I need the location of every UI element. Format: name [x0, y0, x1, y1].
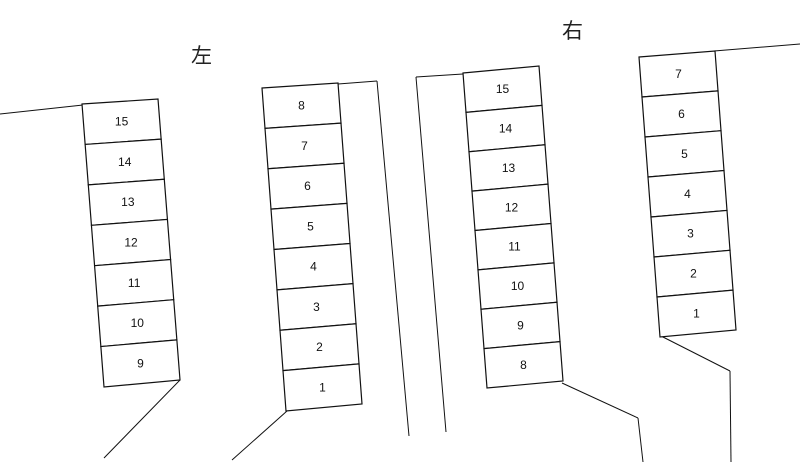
slot-box: [100, 339, 181, 388]
center-right-lane-line: [415, 76, 447, 433]
slot-label: 7: [675, 67, 682, 81]
slot-label: 4: [310, 260, 317, 274]
slot-label: 10: [511, 279, 525, 293]
left-inner-top-line: [337, 80, 378, 85]
slot-label: 8: [520, 358, 527, 372]
right-top-boundary-line: [713, 43, 800, 52]
left-bottom-diagonal-line: [103, 379, 181, 459]
slot-label: 11: [128, 276, 141, 290]
strip-right-inner: 15 14 13 12 11 10 9 8: [462, 65, 564, 389]
slot-label: 12: [505, 200, 519, 214]
slot-label: 5: [681, 147, 688, 161]
slot-label: 9: [517, 318, 524, 332]
slot-label: 12: [124, 236, 138, 250]
right-inner-bottom-line: [561, 382, 639, 419]
right-inner-top-line: [415, 73, 464, 78]
slot-label: 15: [115, 115, 129, 129]
slot-label: 6: [304, 179, 311, 193]
right-bottom-diagonal-line: [660, 335, 731, 372]
slot-label: 1: [319, 380, 326, 394]
slot-label: 4: [684, 187, 691, 201]
strip-left-inner: 8 7 6 5 4 3 2 1: [261, 82, 363, 412]
left-top-boundary-line: [0, 104, 84, 115]
right-bottom-vertical-line: [729, 370, 732, 462]
right-side-label: 右: [562, 19, 583, 43]
slot-label: 15: [496, 82, 510, 96]
right-inner-bottom-vertical-line: [637, 417, 644, 462]
slot-box: [483, 340, 564, 389]
slot-label: 7: [301, 139, 308, 153]
slot-label: 2: [690, 267, 697, 281]
slot-label: 3: [313, 300, 320, 314]
slot-label: 1: [693, 307, 700, 321]
slot-label: 8: [298, 99, 305, 113]
slot-label: 14: [118, 155, 132, 169]
slot-label: 5: [307, 219, 314, 233]
slot-label: 2: [316, 340, 323, 354]
strip-left-outer: 15 14 13 12 11 10 9: [81, 98, 181, 388]
slot-box: [282, 363, 363, 412]
boundary-lines: [0, 43, 800, 462]
slot-label: 13: [121, 195, 135, 209]
slot-label: 3: [687, 227, 694, 241]
slot-label: 13: [502, 161, 516, 175]
slot-box: [656, 289, 737, 338]
slot-label: 9: [137, 356, 144, 370]
strip-right-outer: 7 6 5 4 3 2 1: [638, 50, 737, 338]
slot-label: 6: [678, 107, 685, 121]
slot-label: 14: [499, 122, 513, 136]
left-inner-bottom-diagonal-line: [231, 410, 288, 461]
left-side-label: 左: [191, 44, 212, 68]
center-left-lane-line: [376, 80, 410, 437]
slot-label: 10: [131, 316, 145, 330]
slot-label: 11: [508, 240, 521, 254]
